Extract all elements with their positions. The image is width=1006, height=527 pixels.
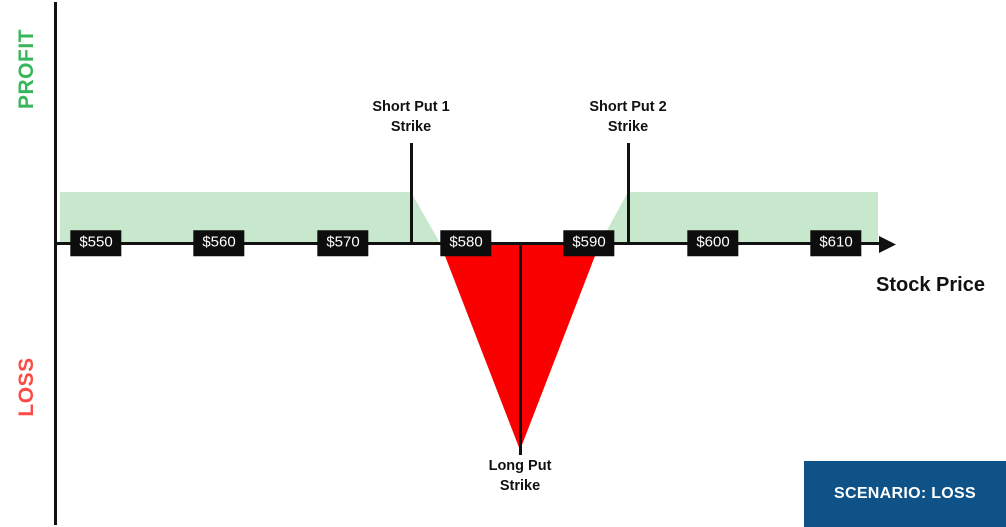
profit-region-fill — [60, 192, 878, 243]
scenario-badge-label: SCENARIO: LOSS — [834, 485, 976, 502]
short-put-1-label-line1: Short Put 1 — [372, 99, 450, 115]
price-tick-560: $560 — [193, 230, 245, 256]
long-put-annotation: Long Put Strike — [489, 457, 552, 496]
price-tick-600: $600 — [687, 230, 739, 256]
price-tick-550: $550 — [70, 230, 122, 256]
y-axis-loss-label: LOSS — [15, 357, 38, 417]
short-put-2-label-line1: Short Put 2 — [589, 99, 667, 115]
x-axis-title: Stock Price — [876, 274, 985, 296]
long-put-label-line2: Strike — [499, 477, 541, 494]
y-axis-profit-label: PROFIT — [15, 29, 38, 109]
price-tick-580: $580 — [440, 230, 492, 256]
short-put-1-annotation: Short Put 1 Strike — [372, 98, 449, 137]
x-axis-arrow-icon — [879, 236, 896, 253]
scenario-badge: SCENARIO: LOSS — [804, 461, 1006, 527]
price-tick-570: $570 — [317, 230, 369, 256]
short-put-1-label-line2: Strike — [390, 118, 432, 135]
price-tick-610: $610 — [810, 230, 862, 256]
short-put-2-annotation: Short Put 2 Strike — [589, 98, 666, 137]
short-put-2-label-line2: Strike — [607, 118, 649, 135]
long-put-label-line1: Long Put — [488, 458, 552, 474]
price-tick-590: $590 — [563, 230, 615, 256]
